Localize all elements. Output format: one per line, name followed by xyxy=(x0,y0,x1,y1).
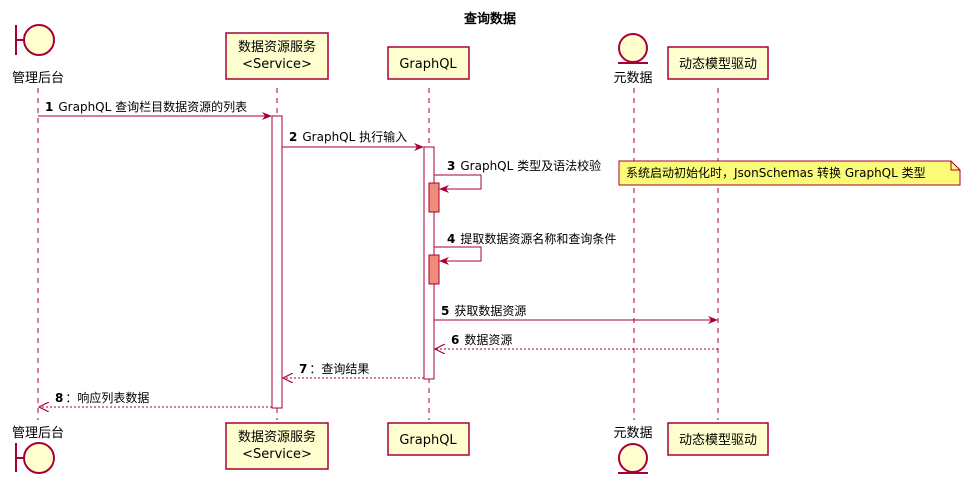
participant-service-bottom: 数据资源服务 <Service> xyxy=(225,422,329,470)
participant-admin-bottom: 管理后台 xyxy=(12,426,64,474)
participant-driver-label-bottom: 动态模型驱动 xyxy=(679,433,757,448)
note-text: 系统启动初始化时，JsonSchemas 转换 GraphQL 类型 xyxy=(626,165,926,180)
activation-service xyxy=(271,115,283,409)
message-6-num: 6 xyxy=(451,333,459,347)
participant-graphql-label: GraphQL xyxy=(399,57,457,72)
message-6: 6 数据资源 xyxy=(435,332,718,349)
message-3-text: GraphQL 类型及语法校验 xyxy=(460,158,601,173)
svg-text:7：查询结果: 7：查询结果 xyxy=(299,362,369,376)
participant-service-top: 数据资源服务 <Service> xyxy=(225,32,329,80)
message-7: 7：查询结果 xyxy=(283,362,424,378)
entity-icon xyxy=(618,443,648,474)
participant-admin-label-bottom: 管理后台 xyxy=(12,426,64,441)
activation-graphql-self-1 xyxy=(428,182,440,213)
participant-graphql-label-bottom: GraphQL xyxy=(399,433,457,448)
message-2: 2 GraphQL 执行输入 xyxy=(282,129,424,151)
participant-meta-label-bottom: 元数据 xyxy=(613,426,652,441)
message-8: 8：响应列表数据 xyxy=(39,390,272,407)
diagram-title: 查询数据 xyxy=(463,11,516,27)
message-8-num: 8 xyxy=(55,391,63,405)
message-4: 4 提取数据资源名称和查询条件 xyxy=(434,231,616,265)
note: 系统启动初始化时，JsonSchemas 转换 GraphQL 类型 xyxy=(618,160,961,186)
message-4-text: 提取数据资源名称和查询条件 xyxy=(460,231,616,246)
message-4-num: 4 xyxy=(447,232,455,246)
participant-admin-top: 管理后台 xyxy=(12,24,64,86)
svg-text:8：响应列表数据: 8：响应列表数据 xyxy=(55,390,149,405)
message-1-text: GraphQL 查询栏目数据资源的列表 xyxy=(58,99,247,114)
boundary-icon xyxy=(15,24,55,56)
message-3-num: 3 xyxy=(447,159,455,173)
message-2-num: 2 xyxy=(289,130,297,144)
participant-driver-label: 动态模型驱动 xyxy=(679,57,757,72)
participant-driver-top: 动态模型驱动 xyxy=(667,46,769,80)
participant-driver-bottom: 动态模型驱动 xyxy=(667,422,769,456)
participant-meta-bottom: 元数据 xyxy=(613,426,653,474)
message-5: 5 获取数据资源 xyxy=(434,303,718,324)
participant-graphql-bottom: GraphQL xyxy=(387,422,470,456)
message-7-num: 7 xyxy=(299,362,307,376)
message-5-text: 获取数据资源 xyxy=(454,303,526,318)
message-5-num: 5 xyxy=(441,304,449,318)
message-6-text: 数据资源 xyxy=(464,332,512,347)
message-7-text: ：查询结果 xyxy=(309,362,369,376)
message-2-text: GraphQL 执行输入 xyxy=(302,129,407,144)
message-1: 1 GraphQL 查询栏目数据资源的列表 xyxy=(38,99,272,120)
entity-icon xyxy=(618,33,648,64)
participant-meta-label: 元数据 xyxy=(613,71,652,86)
participant-admin-label: 管理后台 xyxy=(12,71,64,86)
participant-service-label-line2: <Service> xyxy=(242,57,312,72)
boundary-icon xyxy=(15,442,55,474)
message-8-text: ：响应列表数据 xyxy=(65,390,149,405)
message-1-num: 1 xyxy=(45,100,53,114)
participant-service-label-line2-bottom: <Service> xyxy=(242,447,312,462)
participant-graphql-top: GraphQL xyxy=(387,46,470,80)
message-3: 3 GraphQL 类型及语法校验 xyxy=(434,158,601,193)
activation-graphql-self-2 xyxy=(428,254,440,285)
participant-service-label-line1-bottom: 数据资源服务 xyxy=(238,429,316,445)
participant-service-label-line1: 数据资源服务 xyxy=(238,39,316,55)
participant-meta-top: 元数据 xyxy=(613,33,653,86)
